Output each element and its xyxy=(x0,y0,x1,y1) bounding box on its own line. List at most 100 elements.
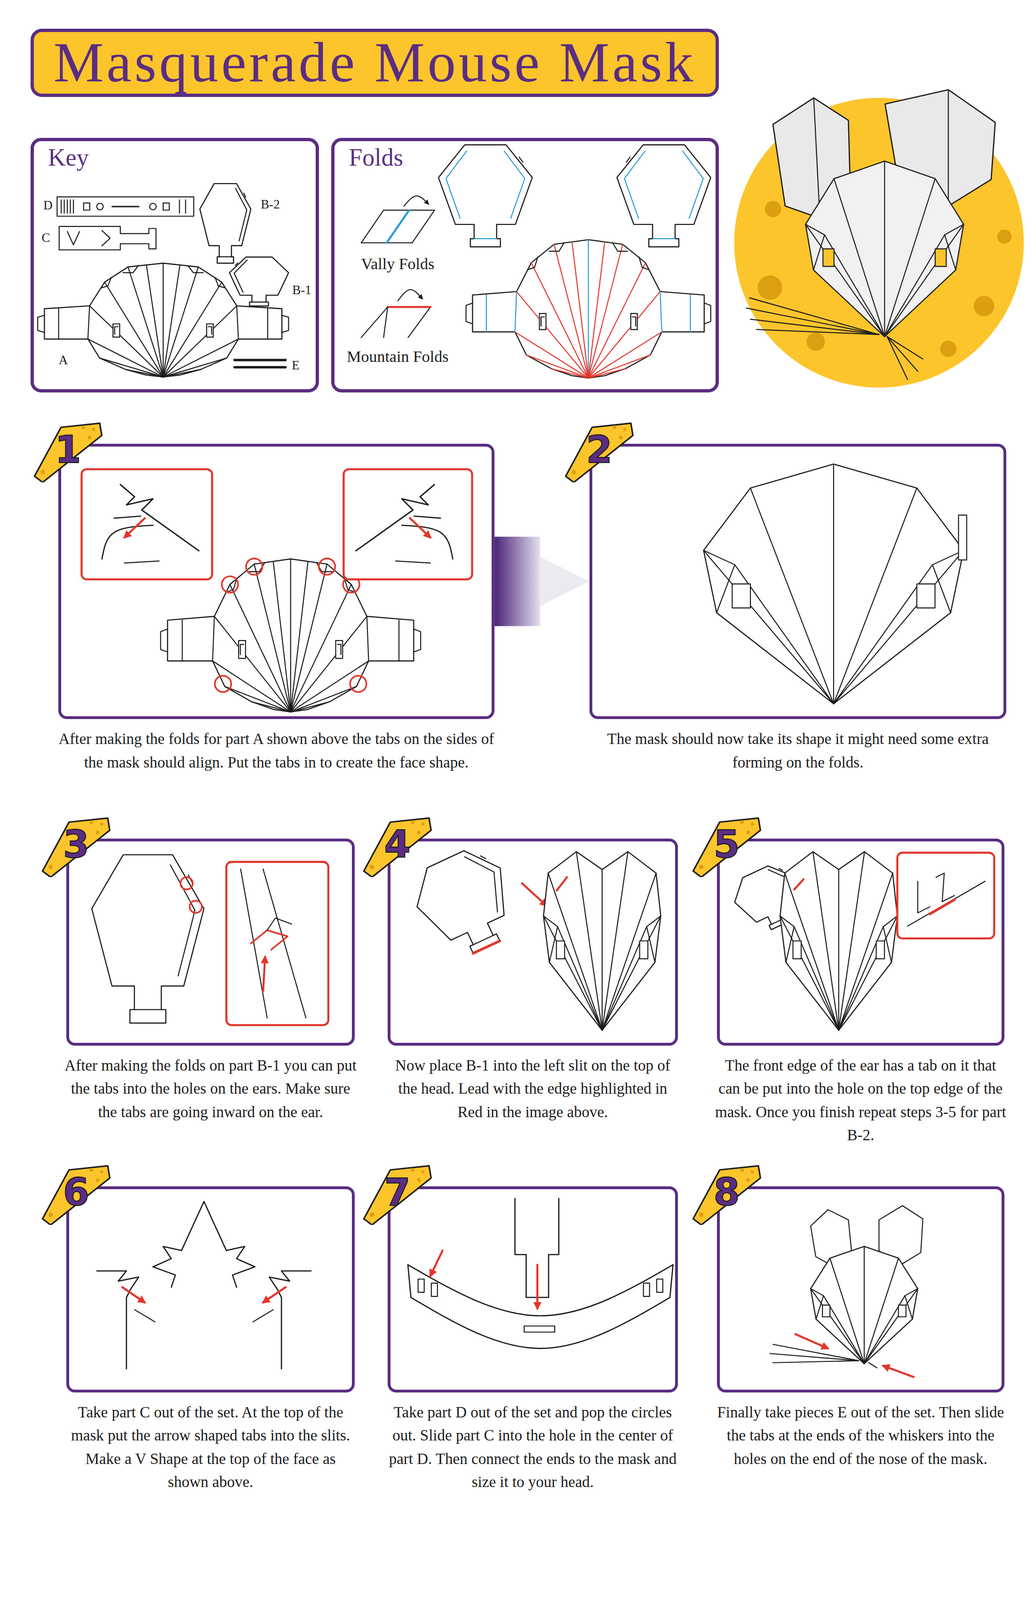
cheese-hole xyxy=(369,864,375,869)
cheese-hole xyxy=(48,1211,54,1217)
eye-window xyxy=(632,316,636,327)
cheese-hole xyxy=(100,822,104,826)
fold-line xyxy=(181,620,183,661)
eye-window xyxy=(206,323,214,337)
pointer-arrow xyxy=(522,883,547,906)
fold-line xyxy=(602,851,629,1030)
step-badge: 5 xyxy=(691,815,763,877)
fold-line xyxy=(838,851,865,1030)
punch-hole xyxy=(149,203,157,210)
highlight-circle xyxy=(221,576,239,593)
headband-part xyxy=(56,196,194,216)
tab-slit xyxy=(188,265,204,273)
mask-template-outline xyxy=(167,558,414,712)
fold-line xyxy=(884,178,936,337)
fold-line xyxy=(234,259,248,293)
step-frame: 1After making the folds for part A shown… xyxy=(58,443,495,719)
whisker xyxy=(756,329,879,335)
ear-outline xyxy=(199,183,251,263)
fold-swatch xyxy=(357,193,439,250)
slot xyxy=(163,202,170,210)
whisker xyxy=(746,308,880,335)
cheese-hole xyxy=(95,829,100,834)
fold-line xyxy=(267,308,269,340)
highlight-slit xyxy=(556,876,567,891)
eye-window xyxy=(935,248,947,267)
fold-line xyxy=(251,701,291,712)
step-badge: 7 xyxy=(361,1163,434,1225)
fold-line xyxy=(290,686,357,712)
step-frame: 2The mask should now take its shape it m… xyxy=(589,443,1007,719)
tab-slit xyxy=(519,157,524,163)
fold-line xyxy=(780,915,795,963)
fold-line xyxy=(588,331,662,378)
mask-template xyxy=(37,262,289,377)
tab-slit xyxy=(67,231,74,245)
highlight-edge xyxy=(930,899,955,914)
fold-line xyxy=(515,291,517,333)
fold-line xyxy=(864,1257,899,1364)
fold-line xyxy=(235,188,247,241)
cheese-hole xyxy=(699,864,704,869)
fold-line xyxy=(163,264,181,377)
fold-icon xyxy=(403,195,429,207)
eye-window xyxy=(112,323,120,337)
fold-swatch xyxy=(357,286,439,343)
mask-head xyxy=(810,1246,918,1364)
ear-piece xyxy=(616,144,711,247)
eye-window xyxy=(556,940,565,959)
head-outline xyxy=(703,463,964,704)
fold-line xyxy=(588,239,590,378)
fold-guide xyxy=(438,144,711,378)
fold-line xyxy=(474,238,497,239)
tab-tick xyxy=(72,199,74,214)
strap-tab xyxy=(203,1201,255,1287)
step-caption: Finally take pieces E out of the set. Th… xyxy=(715,1400,1007,1471)
tab xyxy=(958,515,967,560)
step-art xyxy=(703,463,967,704)
eye-window xyxy=(639,940,648,959)
pointer-arrow xyxy=(262,1286,286,1303)
fold-line xyxy=(588,241,606,378)
part-label: B-2 xyxy=(260,196,280,212)
slot xyxy=(83,202,90,210)
step-art xyxy=(404,839,661,1030)
tab-closeup xyxy=(262,868,306,1018)
fold-line xyxy=(445,151,467,219)
cheese-hole xyxy=(997,229,1012,244)
fold-line xyxy=(624,151,645,219)
head-outline xyxy=(780,851,898,1030)
slot xyxy=(656,1278,663,1292)
step-number: 7 xyxy=(361,1163,434,1225)
fold-line xyxy=(588,291,661,379)
fold-line xyxy=(212,660,291,712)
tab-tick xyxy=(69,199,71,214)
mask-edge xyxy=(269,1270,311,1369)
step-number: 6 xyxy=(40,1163,112,1225)
tab-slit xyxy=(638,256,649,270)
step-badge: 3 xyxy=(40,815,112,877)
head-outline xyxy=(805,160,964,337)
closeup xyxy=(355,484,453,564)
cheese-hole xyxy=(757,275,782,300)
fold-line xyxy=(864,1288,918,1364)
fold-line xyxy=(834,178,885,337)
pointer-arrow xyxy=(430,1249,443,1276)
fold-line xyxy=(170,864,195,976)
cheese-hole xyxy=(39,469,45,475)
pointer-arrow xyxy=(262,956,265,992)
tab-slit xyxy=(122,265,138,273)
fold-line xyxy=(572,241,589,378)
whisker xyxy=(749,297,879,335)
fold-line xyxy=(784,872,839,1030)
pointer-arrow xyxy=(122,1286,145,1303)
tab-slit xyxy=(235,262,238,266)
fold-line xyxy=(829,1257,865,1364)
step-frame: 6Take part C out of the set. At the top … xyxy=(66,1186,355,1393)
fold-line xyxy=(366,616,369,661)
pointer-arrow xyxy=(409,517,430,538)
fold-line xyxy=(588,262,646,378)
legend-item: Vally Folds xyxy=(339,193,456,274)
tab-closeup xyxy=(355,484,435,551)
fold-icon xyxy=(360,306,430,338)
